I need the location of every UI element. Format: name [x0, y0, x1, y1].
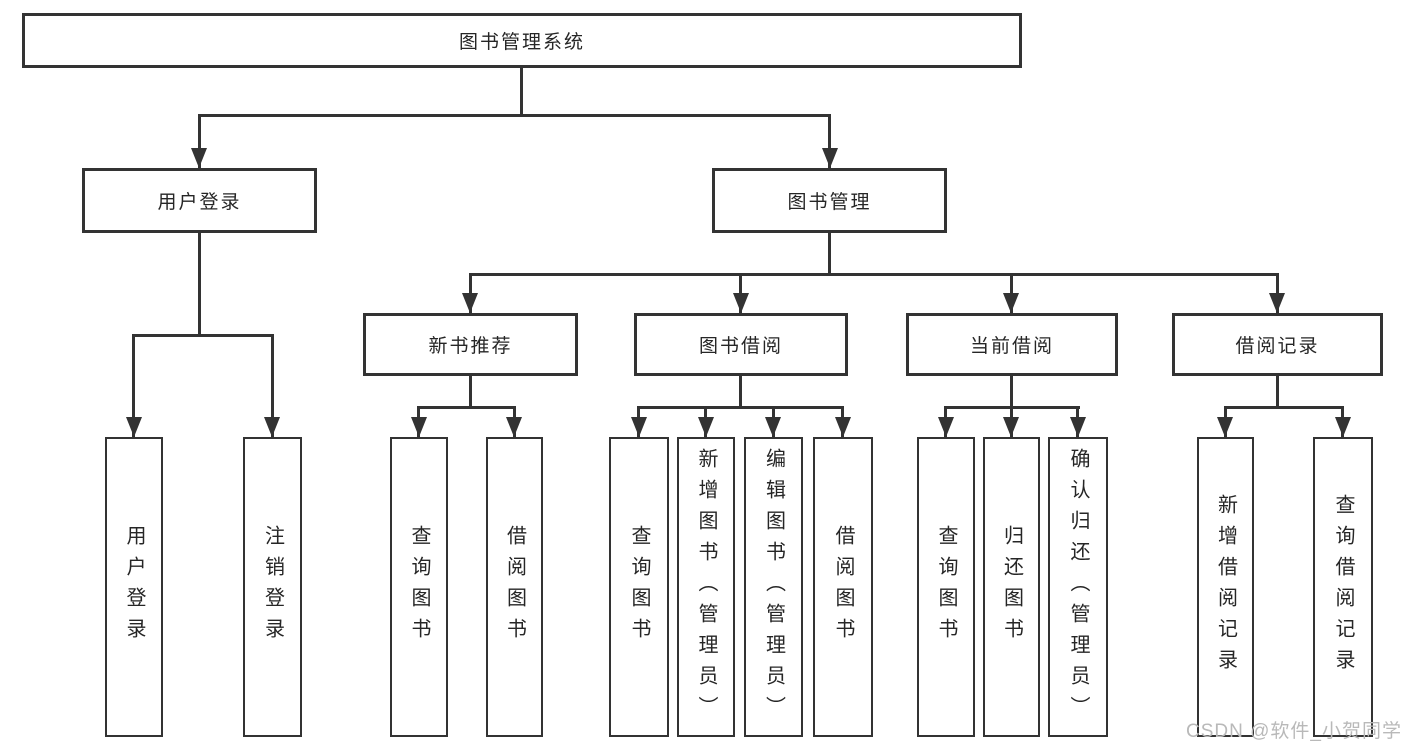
arrow-down-icon — [462, 293, 478, 313]
leaf-records-add-borrow-record: 新增借阅记录 — [1197, 437, 1254, 737]
edge-mgmt-stem — [828, 233, 831, 275]
leaf-user-login: 用户登录 — [105, 437, 163, 737]
arrow-down-icon — [733, 293, 749, 313]
node-label: 图书管理 — [787, 192, 872, 213]
leaf-recommend-query-books: 查询图书 — [390, 437, 448, 737]
leaf-current-confirm-return-admin: 确认归还（管理员） — [1048, 437, 1108, 737]
edge-current-stem — [1010, 376, 1013, 408]
watermark: CSDN @软件_小贺同学 — [1186, 721, 1402, 742]
arrow-down-icon — [938, 417, 954, 437]
edge-login-drop-2 — [271, 334, 274, 437]
arrow-down-icon — [1269, 293, 1285, 313]
arrow-down-icon — [1070, 417, 1086, 437]
arrow-down-icon — [631, 417, 647, 437]
edge-login-drop-1 — [132, 334, 135, 437]
node-book-management: 图书管理 — [712, 168, 947, 233]
arrow-down-icon — [765, 417, 781, 437]
edge-mgmt-rail — [469, 273, 1279, 276]
arrow-down-icon — [1217, 417, 1233, 437]
node-new-book-recommend: 新书推荐 — [363, 313, 578, 376]
arrow-down-icon — [698, 417, 714, 437]
leaf-logout: 注销登录 — [243, 437, 302, 737]
edge-recommend-rail — [417, 406, 516, 409]
node-user-login: 用户登录 — [82, 168, 317, 233]
leaf-borrowing-borrow-books: 借阅图书 — [813, 437, 873, 737]
node-label: 用户登录 — [123, 525, 145, 649]
node-label: 借阅记录 — [1235, 336, 1320, 357]
node-current-borrowing: 当前借阅 — [906, 313, 1118, 376]
leaf-recommend-borrow-books: 借阅图书 — [486, 437, 543, 737]
node-label: 查询图书 — [408, 525, 430, 649]
arrow-down-icon — [1003, 417, 1019, 437]
edge-root-drop-left — [198, 114, 201, 168]
arrow-down-icon — [1335, 417, 1351, 437]
node-label: 借阅图书 — [503, 525, 526, 649]
node-label: 新增图书（管理员） — [695, 447, 717, 727]
leaf-borrowing-add-books-admin: 新增图书（管理员） — [677, 437, 735, 737]
node-label: 查询图书 — [935, 525, 957, 649]
edge-login-rail — [132, 334, 274, 337]
node-label: 用户登录 — [157, 192, 242, 213]
node-book-borrowing: 图书借阅 — [634, 313, 848, 376]
node-label: 编辑图书（管理员） — [762, 447, 785, 727]
node-label: 新增借阅记录 — [1214, 494, 1237, 680]
leaf-current-return-books: 归还图书 — [983, 437, 1040, 737]
arrow-down-icon — [126, 417, 142, 437]
node-label: 注销登录 — [261, 525, 284, 649]
node-label: 新书推荐 — [428, 336, 513, 357]
arrow-down-icon — [191, 148, 207, 168]
edge-recommend-stem — [469, 376, 472, 408]
node-label: 图书借阅 — [698, 336, 783, 357]
node-borrowing-records: 借阅记录 — [1172, 313, 1383, 376]
edge-borrow-rail — [637, 406, 844, 409]
arrow-down-icon — [264, 417, 280, 437]
edge-root-drop-right — [828, 114, 831, 168]
edge-root-rail — [198, 114, 831, 117]
node-label: 查询图书 — [628, 525, 650, 649]
node-label: 查询借阅记录 — [1332, 494, 1354, 680]
leaf-borrowing-edit-books-admin: 编辑图书（管理员） — [744, 437, 803, 737]
node-label: 借阅图书 — [832, 525, 854, 649]
edge-records-stem — [1276, 376, 1279, 408]
node-library-system: 图书管理系统 — [22, 13, 1022, 68]
edge-login-stem — [198, 233, 201, 336]
node-label: 当前借阅 — [969, 336, 1054, 357]
edge-records-rail — [1224, 406, 1344, 409]
arrow-down-icon — [835, 417, 851, 437]
arrow-down-icon — [506, 417, 522, 437]
node-label: 图书管理系统 — [458, 32, 585, 53]
leaf-current-query-books: 查询图书 — [917, 437, 975, 737]
arrow-down-icon — [822, 148, 838, 168]
leaf-records-query-borrow-record: 查询借阅记录 — [1313, 437, 1373, 737]
edge-borrow-stem — [739, 376, 742, 408]
leaf-borrowing-query-books: 查询图书 — [609, 437, 669, 737]
edge-root-stem — [520, 68, 523, 117]
node-label: 确认归还（管理员） — [1067, 447, 1089, 727]
arrow-down-icon — [411, 417, 427, 437]
arrow-down-icon — [1003, 293, 1019, 313]
node-label: 归还图书 — [1000, 525, 1023, 649]
